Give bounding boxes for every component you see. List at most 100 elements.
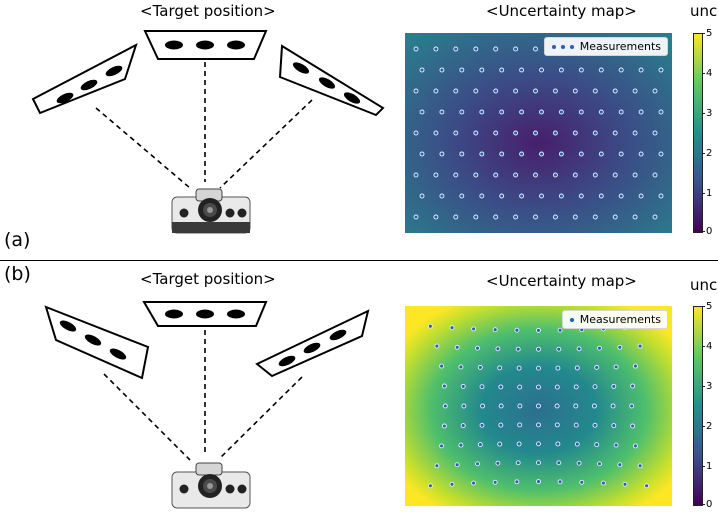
measurement-point (513, 88, 519, 94)
measurement-point (419, 67, 425, 73)
measurement-point (413, 130, 419, 136)
measurement-point (558, 67, 564, 73)
measurement-point (610, 403, 616, 409)
measurement-point (574, 365, 580, 371)
measurement-point (441, 383, 447, 389)
measurement-point (573, 422, 579, 428)
measurement-point (477, 364, 483, 370)
measurement-point (475, 345, 480, 351)
measurement-point (536, 365, 541, 371)
legend-marker (568, 316, 575, 323)
measurement-point (592, 384, 598, 390)
measurement-point (498, 403, 504, 409)
measurement-point (442, 403, 448, 409)
uncertainty-map-b: Measurements (405, 306, 672, 506)
colorbar-label: unc (690, 2, 718, 20)
measurement-point (536, 346, 541, 352)
legend-marker (550, 43, 575, 50)
colorbar-tick: 3 (701, 108, 713, 119)
measurement-point (449, 325, 455, 331)
measurement-point (612, 130, 618, 136)
measurement-point (556, 460, 562, 466)
measurement-point (477, 442, 483, 448)
uncertainty-heatmap (405, 306, 672, 506)
measurement-point (557, 327, 563, 333)
measurement-point (499, 193, 505, 199)
measurement-point (592, 214, 598, 220)
measurement-point (536, 327, 541, 333)
measurement-point (632, 363, 638, 369)
measurement-point (622, 481, 628, 487)
measurement-point (539, 67, 544, 73)
colorbar-tick: 3 (701, 381, 713, 392)
measurement-point (629, 403, 635, 409)
lines-of-sight (95, 62, 313, 189)
measurement-point (652, 88, 658, 94)
measurement-point (516, 365, 522, 371)
measurement-point (572, 214, 578, 220)
target-board-left (44, 305, 150, 380)
target-board-right (255, 309, 370, 378)
measurement-point (439, 443, 445, 449)
measurement-point (427, 323, 433, 329)
measurement-point (554, 384, 560, 390)
measurement-point (433, 130, 439, 136)
measurement-point (458, 364, 464, 370)
measurement-point (644, 483, 650, 489)
measurement-point (433, 88, 439, 94)
measurement-point (519, 67, 525, 73)
measurement-point (493, 172, 499, 178)
colorbar-tick: 0 (701, 499, 713, 510)
measurement-point (598, 109, 604, 115)
measurement-point (632, 443, 638, 449)
measurement-point (573, 403, 579, 409)
measurement-point (652, 130, 658, 136)
colorbar-tick: 1 (701, 461, 713, 472)
measurement-point (498, 384, 504, 390)
measurement-point (597, 345, 602, 351)
measurement-point (574, 441, 580, 447)
measurement-point (617, 462, 623, 468)
legend-label: Measurements (579, 40, 661, 53)
measurement-point (558, 193, 564, 199)
measurement-point (556, 346, 562, 352)
measurement-point (618, 109, 624, 115)
measurement-point (515, 346, 521, 352)
measurement-point (460, 423, 466, 429)
measurement-point (473, 214, 479, 220)
measurement-point (433, 172, 439, 178)
measurement-point (658, 109, 664, 115)
measurement-point (533, 46, 538, 52)
measurement-point (492, 479, 498, 485)
panel-a: <Target position> <Uncertainty map> unc (0, 0, 718, 251)
measurement-point (513, 46, 519, 52)
measurement-point (533, 130, 538, 136)
measurement-point (453, 88, 459, 94)
measurement-point (536, 479, 541, 485)
measurement-point (454, 462, 460, 468)
measurement-point (638, 193, 644, 199)
measurement-point (536, 441, 541, 447)
measurement-point (637, 343, 643, 349)
measurement-point (439, 363, 445, 369)
colorbar-ticks: 5 4 3 2 1 0 (701, 302, 718, 510)
measurement-point (514, 479, 520, 485)
measurement-point (441, 423, 447, 429)
measurement-point (499, 109, 505, 115)
measurement-point (592, 88, 598, 94)
measurement-point (612, 172, 618, 178)
measurement-point (555, 441, 561, 447)
measurement-point (552, 130, 558, 136)
measurement-point (453, 46, 459, 52)
measurement-point (492, 327, 498, 333)
measurement-point (495, 346, 501, 352)
target-board-center (143, 30, 268, 60)
measurement-point (519, 151, 525, 157)
measurement-point (479, 422, 485, 428)
measurement-point (613, 364, 619, 370)
colorbar-tick: 2 (701, 421, 713, 432)
measurement-point (449, 481, 455, 487)
colorbar-tick: 5 (701, 28, 713, 39)
measurement-point (413, 172, 419, 178)
measurement-point (413, 88, 419, 94)
